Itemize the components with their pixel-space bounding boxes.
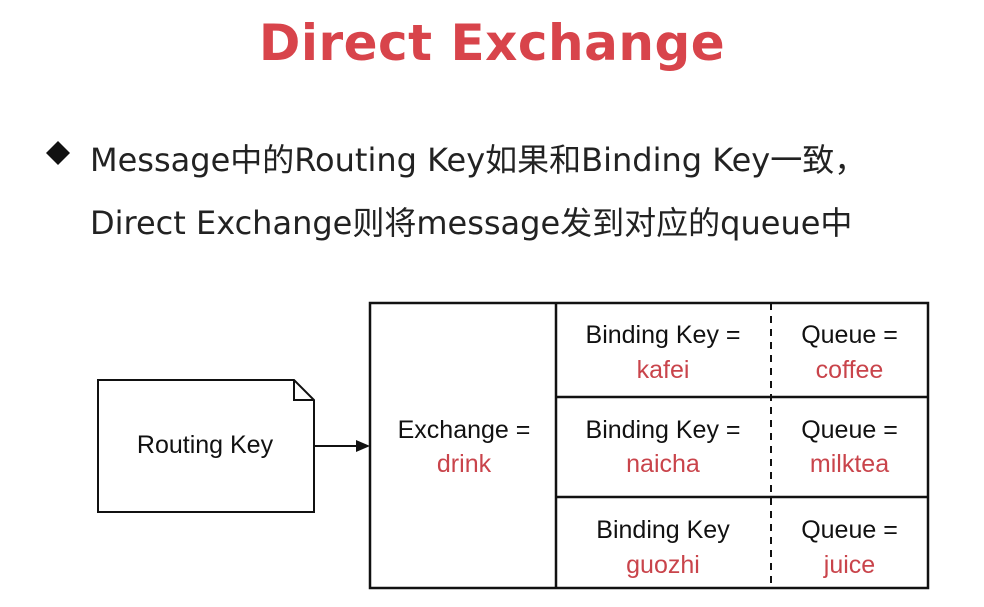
queue-label-3: Queue =: [801, 516, 898, 544]
routing-key-note-shape: [97, 379, 315, 513]
queue-value-2: milktea: [809, 450, 890, 478]
bullet-text-line-2: Direct Exchange则将message发到对应的queue中: [90, 204, 853, 242]
diamond-bullet-icon: [46, 141, 70, 165]
queue-value-3: juice: [823, 551, 876, 579]
binding-key-value-1: kafei: [636, 356, 690, 384]
binding-key-label-3: Binding Key: [596, 516, 730, 544]
bullet-text-line-1: Message中的Routing Key如果和Binding Key一致，: [90, 141, 867, 179]
binding-key-value-3: guozhi: [626, 551, 700, 579]
queue-value-1: coffee: [815, 356, 884, 384]
routing-key-label: Routing Key: [136, 431, 274, 459]
note-fold-corner: [293, 380, 314, 401]
exchange-outer-box: [368, 301, 930, 590]
queue-label-1: Queue =: [801, 321, 898, 349]
binding-key-value-2: naicha: [626, 450, 700, 478]
exchange-value: drink: [436, 450, 492, 478]
queue-label-2: Queue =: [801, 416, 898, 444]
arrow-head: [356, 440, 370, 452]
binding-key-label-1: Binding Key =: [585, 321, 741, 349]
binding-key-label-2: Binding Key =: [585, 416, 741, 444]
exchange-label: Exchange =: [397, 416, 531, 444]
page-title: Direct Exchange: [258, 14, 726, 72]
